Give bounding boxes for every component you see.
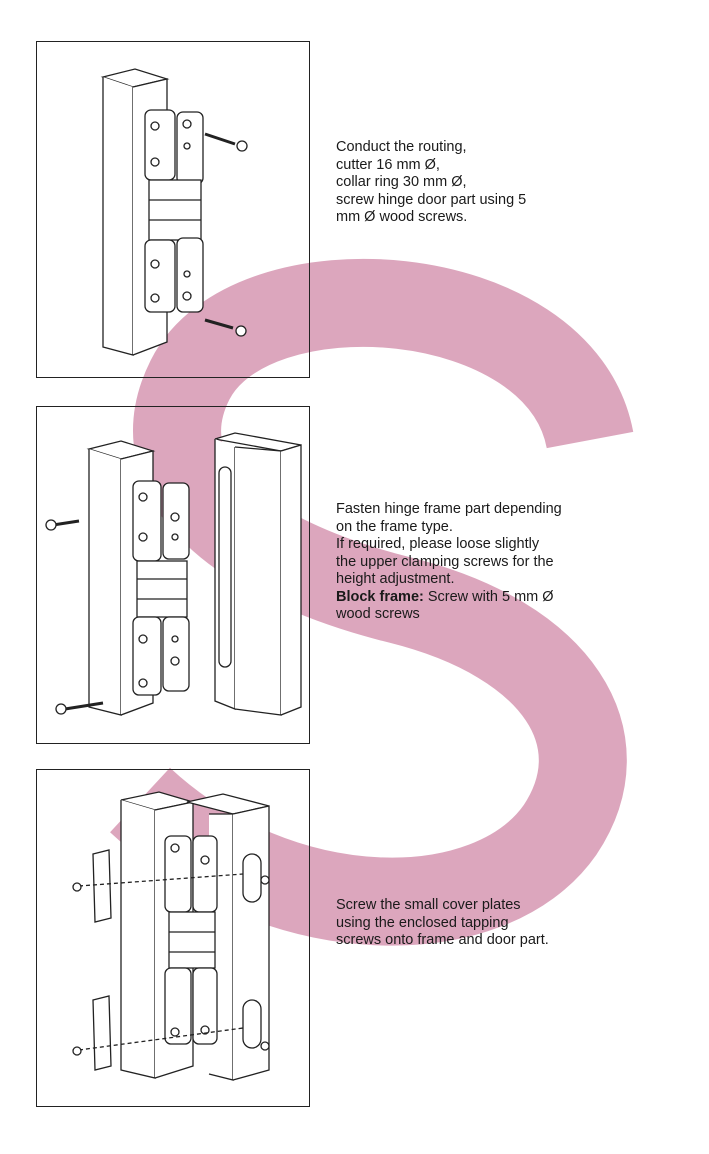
- cover-plates-illustration: [72, 791, 270, 1081]
- step-3-instructions: Screw the small cover plates using the e…: [336, 897, 606, 950]
- step-2-line-3: If required, please loose slightly: [336, 536, 540, 552]
- step-1-line-1: Conduct the routing,: [336, 139, 467, 155]
- step-1-line-5: mm Ø wood screws.: [336, 209, 468, 225]
- step-2-line-1: Fasten hinge frame part depending: [336, 501, 562, 517]
- step-2-line-5: height adjustment.: [336, 571, 455, 587]
- hinge-door-part-illustration: [100, 68, 248, 356]
- illustration-panel-3: [36, 769, 310, 1107]
- step-1-line-3: collar ring 30 mm Ø,: [336, 174, 467, 190]
- step-2-line-4: the upper clamping screws for the: [336, 553, 554, 570]
- illustration-panel-2: [36, 406, 310, 744]
- step-1-instructions: Conduct the routing, cutter 16 mm Ø, col…: [336, 139, 606, 227]
- illustration-panel-1: [36, 41, 310, 378]
- step-3-line-3: screws onto frame and door part.: [336, 932, 549, 948]
- step-1-line-4: screw hinge door part using 5: [336, 191, 527, 208]
- step-3-line-1: Screw the small cover plates: [336, 897, 521, 913]
- step-3-line-2: using the enclosed tapping: [336, 914, 509, 931]
- step-1-line-2: cutter 16 mm Ø,: [336, 156, 440, 173]
- block-frame-label: Block frame:: [336, 588, 424, 605]
- step-2-line-7: wood screws: [336, 606, 420, 622]
- step-2-instructions: Fasten hinge frame part depending on the…: [336, 501, 606, 624]
- step-2-line-2: on the frame type.: [336, 518, 453, 535]
- hinge-frame-part-illustration: [45, 432, 302, 716]
- step-2-line-6: Block frame: Screw with 5 mm Ø: [336, 589, 606, 607]
- block-frame-text: Screw with 5 mm Ø: [423, 588, 554, 605]
